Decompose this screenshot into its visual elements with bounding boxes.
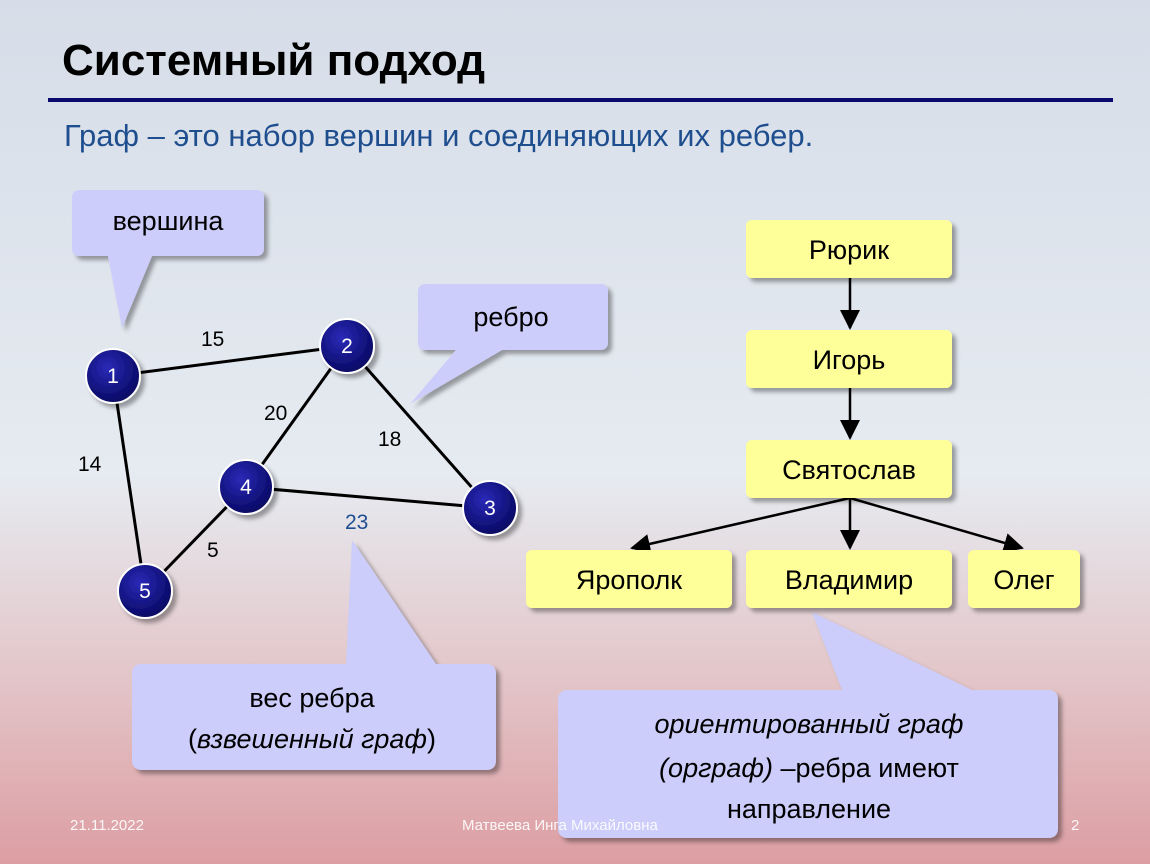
callout-weight <box>132 540 496 770</box>
callout-digraph-line1: ориентированный граф <box>655 709 964 739</box>
tree-node-vladimir-label: Владимир <box>785 565 913 595</box>
callout-edge-text: ребро <box>473 302 548 332</box>
tree-arrows <box>630 278 1024 554</box>
edge-2-4 <box>244 345 349 488</box>
graph-node-3: 3 <box>462 480 518 536</box>
edge-weight-4-5: 5 <box>207 539 219 562</box>
graph-node-label: 2 <box>341 335 353 358</box>
arrow-svyatoslav-oleg <box>849 496 1024 553</box>
footer-page-number: 2 <box>1071 817 1080 834</box>
slide-subtitle: Граф – это набор вершин и соединяющих их… <box>64 118 814 153</box>
graph-node-1: 1 <box>85 348 141 404</box>
callout-digraph-italic: (орграф) <box>659 753 773 783</box>
graph-node-label: 5 <box>139 580 151 603</box>
tree-node-rurik <box>746 220 952 278</box>
graph-node-4: 4 <box>218 459 274 515</box>
graph-node-5: 5 <box>117 563 173 619</box>
slide-title: Системный подход <box>62 36 486 85</box>
footer-date: 21.11.2022 <box>70 817 144 834</box>
edge-weights: 15 14 20 18 23 5 <box>78 328 401 562</box>
callout-vertex <box>72 190 264 328</box>
title-divider <box>48 98 1113 102</box>
tree-node-oleg-label: Олег <box>993 565 1054 595</box>
tree-node-svyatoslav-label: Святослав <box>782 455 916 485</box>
edge-weight-4-3: 23 <box>345 511 368 534</box>
edge-1-5 <box>111 375 147 592</box>
callout-weight-close: ) <box>427 724 436 754</box>
edge-2-3 <box>345 345 492 509</box>
arrow-svyatoslav-yaropolk <box>630 496 851 554</box>
tree-node-vladimir <box>746 550 952 608</box>
edge-weight-1-5: 14 <box>78 453 102 476</box>
graph-node-2: 2 <box>319 318 375 374</box>
edge-weight-2-4: 20 <box>264 402 287 425</box>
graph-node-label: 1 <box>107 365 119 388</box>
tree-node-yaropolk <box>526 550 732 608</box>
tree-node-igor <box>746 330 952 388</box>
callout-edge <box>410 284 608 404</box>
edge-weight-2-3: 18 <box>378 428 401 451</box>
graph-nodes: 1 2 3 4 5 <box>85 318 518 619</box>
callout-vertex-text: вершина <box>113 206 225 236</box>
callout-digraph-rest: –ребра имеют <box>773 753 959 783</box>
tree-node-svyatoslav <box>746 440 952 498</box>
callout-weight-line2: (взвешенный граф) <box>188 724 436 754</box>
edge-4-3 <box>245 485 491 510</box>
callout-digraph-line3: направление <box>727 794 891 824</box>
edge-weight-1-2: 15 <box>201 328 224 351</box>
callout-weight-open: ( <box>188 724 197 754</box>
graph-node-label: 3 <box>484 497 496 520</box>
tree-node-igor-label: Игорь <box>813 345 886 375</box>
tree-node-yaropolk-label: Ярополк <box>576 565 682 595</box>
tree-boxes: Рюрик Игорь Святослав Ярополк Владимир О… <box>526 220 1080 608</box>
footer-author: Матвеева Инга Михайловна <box>462 817 658 834</box>
callout-digraph <box>558 612 1058 838</box>
tree-node-rurik-label: Рюрик <box>809 235 889 265</box>
graph-node-label: 4 <box>240 476 252 499</box>
tree-node-oleg <box>968 550 1080 608</box>
edge-1-2 <box>112 344 348 378</box>
callout-weight-line1: вес ребра <box>249 683 375 713</box>
callout-weight-italic: взвешенный граф <box>197 724 427 754</box>
callout-digraph-line2: (орграф) –ребра имеют <box>659 753 959 783</box>
